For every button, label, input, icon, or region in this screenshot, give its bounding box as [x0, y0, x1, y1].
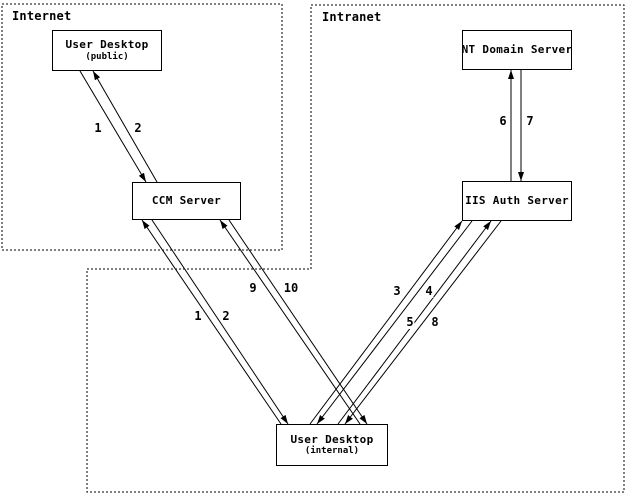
node-sublabel: (public)	[85, 51, 129, 62]
flow-line-ccm-server-to-user-desktop-internal	[151, 219, 289, 425]
flow-label-2: 2	[221, 309, 231, 323]
flow-label-9: 9	[248, 281, 258, 295]
flow-label-10: 10	[282, 281, 300, 295]
flow-label-6: 6	[498, 114, 508, 128]
node-sublabel: (internal)	[304, 446, 360, 457]
zone-label-intranet: Intranet	[322, 10, 382, 24]
zone-outline-intranet	[86, 4, 625, 493]
flow-line-user-desktop-internal-to-iis-auth-server	[309, 220, 463, 425]
flow-label-4: 4	[424, 284, 434, 298]
flow-label-1: 1	[93, 121, 103, 135]
flow-line-user-desktop-public-to-ccm-server	[79, 70, 147, 183]
flow-label-8: 8	[430, 315, 440, 329]
node-label: IIS Auth Server	[465, 193, 569, 207]
zone-outline-internet	[1, 3, 283, 251]
zone-label-internet: Internet	[12, 9, 72, 23]
flow-line-iis-auth-server-to-user-desktop-internal	[316, 220, 473, 425]
node-user-desktop-internal: User Desktop(internal)	[276, 424, 388, 466]
flow-label-1: 1	[193, 309, 203, 323]
flow-line-ccm-server-to-user-desktop-public	[92, 70, 158, 183]
node-label: User Desktop	[290, 432, 374, 446]
node-label: NT Domain Server	[461, 42, 573, 56]
flow-line-ccm-server-to-user-desktop-internal	[228, 219, 368, 425]
node-nt-domain-server: NT Domain Server	[462, 30, 572, 70]
node-label: CCM Server	[151, 193, 222, 207]
node-iis-auth-server: IIS Auth Server	[462, 181, 572, 221]
node-label: User Desktop	[65, 38, 149, 51]
flow-label-2: 2	[133, 121, 143, 135]
flow-line-user-desktop-internal-to-ccm-server	[141, 219, 282, 425]
node-user-desktop-public: User Desktop(public)	[52, 30, 162, 71]
flow-label-7: 7	[525, 114, 535, 128]
flow-line-iis-auth-server-to-user-desktop-internal	[344, 220, 502, 425]
flow-label-3: 3	[392, 284, 402, 298]
node-ccm-server: CCM Server	[132, 182, 241, 220]
flow-label-5: 5	[405, 315, 415, 329]
flow-line-user-desktop-internal-to-ccm-server	[219, 219, 361, 425]
